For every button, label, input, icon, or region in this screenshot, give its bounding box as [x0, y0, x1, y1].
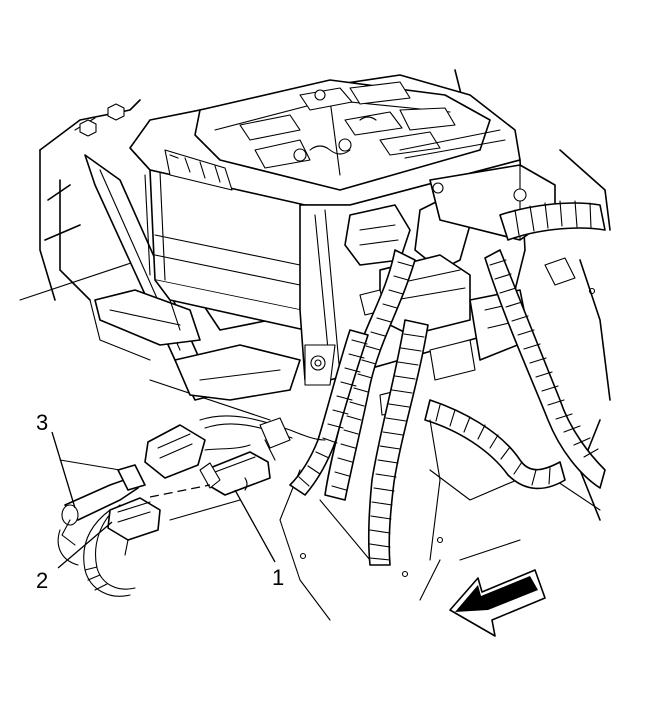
sensor-connector-assembly	[57, 424, 271, 566]
module-connectors	[344, 164, 576, 416]
callout-label-2: 2	[36, 568, 48, 593]
loose-wires	[83, 415, 441, 597]
callout-2: 2	[36, 521, 113, 593]
callout-label-3: 3	[36, 410, 48, 435]
wiring-harness-conduits	[289, 200, 606, 566]
callout-label-1: 1	[272, 565, 284, 590]
vehicle-body-outline	[19, 69, 611, 621]
mounting-bolts	[79, 103, 125, 137]
callout-3: 3	[36, 410, 76, 509]
callout-1: 1	[234, 489, 284, 590]
front-direction-arrow-icon	[449, 569, 546, 637]
